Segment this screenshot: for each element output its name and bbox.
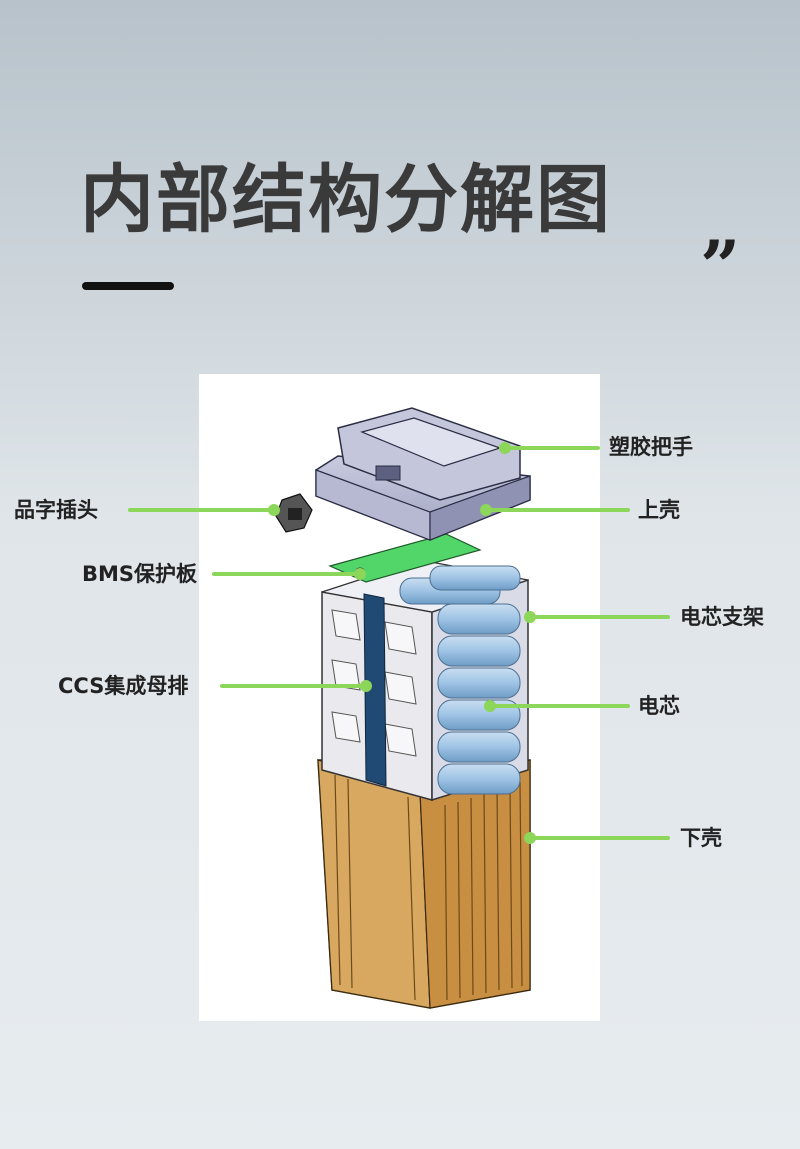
title-underline [82,282,174,290]
label-lower-shell: 下壳 [680,826,722,850]
label-ccs: CCS集成母排 [58,674,189,698]
quote-mark-icon: ” [700,225,741,308]
label-upper-shell: 上壳 [638,498,680,522]
label-handle: 塑胶把手 [609,435,693,459]
page-title: 内部结构分解图 [80,157,612,243]
label-cell-bracket: 电芯支架 [680,605,764,629]
ccs-busbar-part [363,593,387,787]
label-bms: BMS保护板 [82,562,198,586]
label-cell: 电芯 [638,694,680,718]
handle-part [337,407,521,501]
leader-dots [268,442,536,844]
plug-part [275,493,313,533]
leader-lines [128,446,670,840]
label-plug: 品字插头 [14,498,98,522]
